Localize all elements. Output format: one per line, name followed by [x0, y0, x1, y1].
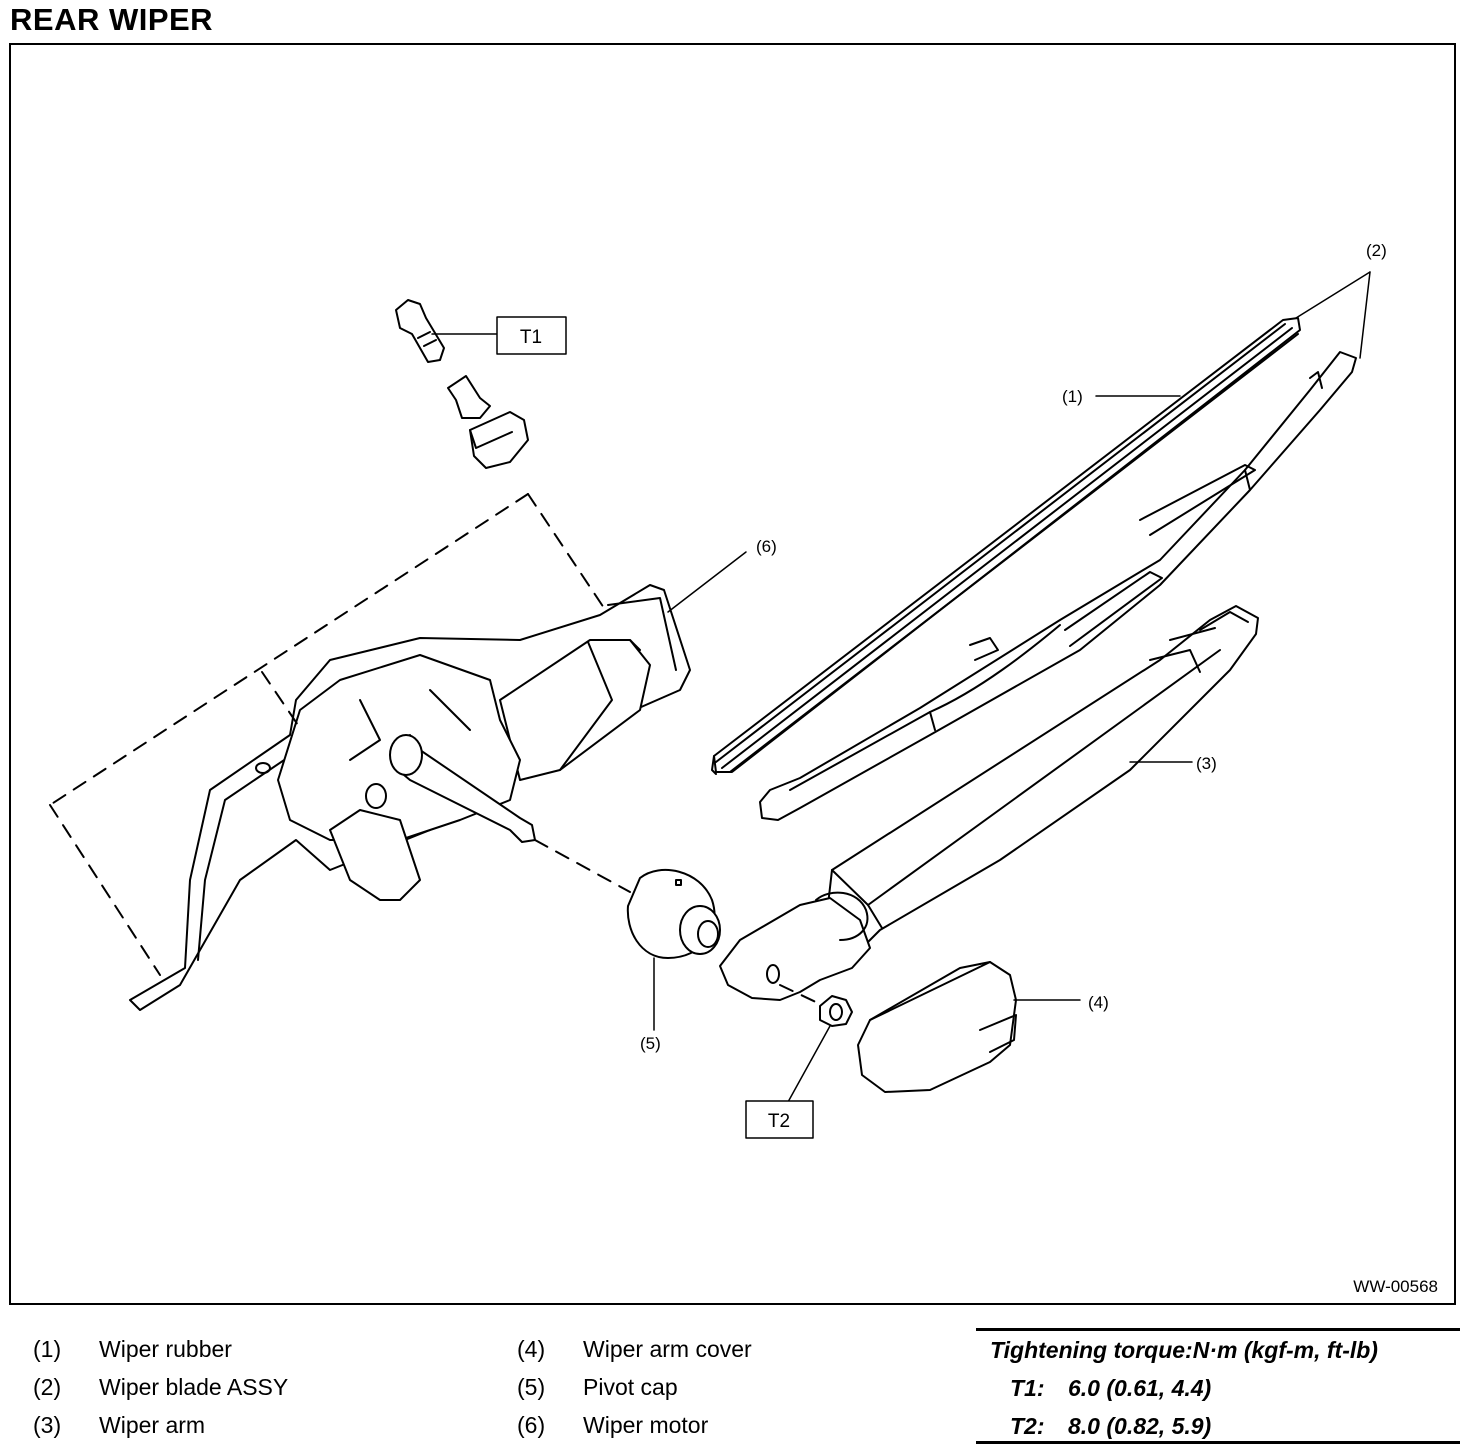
wiper-arm-drawing: [719, 605, 1259, 1001]
torque-row-t1-label: T1:: [1010, 1375, 1045, 1401]
wiper-arm-cover-drawing: [857, 961, 1017, 1093]
legend-num: (4): [517, 1336, 546, 1362]
torque-table: Tightening torque:N·m (kgf-m, ft-lb) T1:…: [976, 1328, 1460, 1444]
torque-row-t1-value: 6.0 (0.61, 4.4): [1068, 1375, 1212, 1401]
page-title: REAR WIPER: [10, 2, 214, 37]
wiper-blade-drawing: [759, 351, 1357, 821]
exploded-view-diagram: T1 T2 (1) (2) (3) (4) (5) (6): [49, 241, 1387, 1139]
leader-lines: [431, 271, 1371, 1103]
legend-num: (1): [33, 1336, 62, 1362]
alignment-lines: [49, 493, 821, 1005]
torque-box-t2: T2: [745, 1100, 814, 1139]
legend-num: (5): [517, 1374, 546, 1400]
legend-label: Wiper blade ASSY: [99, 1374, 289, 1400]
torque-box-t1-label: T1: [520, 327, 542, 348]
callout-1: (1): [1062, 387, 1083, 406]
legend-label: Wiper arm: [99, 1412, 206, 1438]
pivot-cap-drawing: [626, 869, 721, 959]
legend-label: Pivot cap: [583, 1374, 678, 1400]
arm-nut-drawing: [819, 995, 853, 1027]
callout-4: (4): [1088, 993, 1109, 1012]
motor-bolt-drawing: [395, 299, 529, 469]
figure-id: WW-00568: [1353, 1277, 1438, 1296]
wiper-motor-drawing: [129, 584, 691, 1011]
torque-row-t2-value: 8.0 (0.82, 5.9): [1068, 1413, 1212, 1439]
torque-row-t2-label: T2:: [1010, 1413, 1045, 1439]
legend-label: Wiper motor: [583, 1412, 709, 1438]
torque-heading: Tightening torque:N·m (kgf-m, ft-lb): [990, 1337, 1378, 1363]
callout-6: (6): [756, 537, 777, 556]
torque-box-t2-label: T2: [768, 1111, 790, 1132]
legend-num: (3): [33, 1412, 62, 1438]
callout-5: (5): [640, 1034, 661, 1053]
legend-num: (2): [33, 1374, 62, 1400]
callout-3: (3): [1196, 754, 1217, 773]
callout-2: (2): [1366, 241, 1387, 260]
legend-label: Wiper rubber: [99, 1336, 232, 1362]
diagram-frame: WW-00568: [9, 43, 1456, 1305]
wiper-rubber-drawing: [711, 317, 1301, 775]
legend-label: Wiper arm cover: [583, 1336, 752, 1362]
legend-num: (6): [517, 1412, 546, 1438]
torque-box-t1: T1: [496, 316, 567, 355]
